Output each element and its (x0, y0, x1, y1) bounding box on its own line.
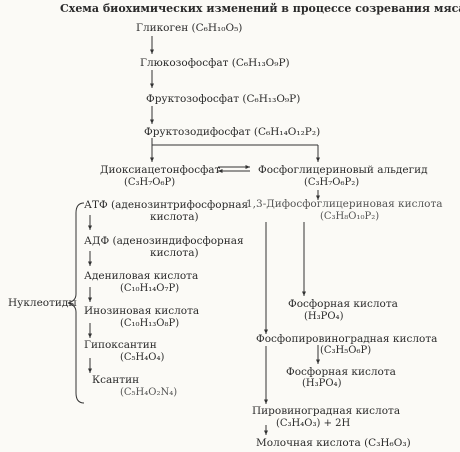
phosphoenolpyruvic-acid-name: Фосфопировиноградная кислота (256, 333, 438, 345)
adenylic-acid-name: Адениловая кислота (84, 270, 199, 282)
adenylic-acid-formula: (C₁₀H₁₄O₇P) (120, 283, 180, 294)
adp-formula: кислота) (150, 247, 199, 259)
dioxyacetonephosphate-formula: (C₃H₇O₆P) (124, 177, 176, 188)
inosinic-acid-formula: (C₁₀H₁₃O₈P) (120, 318, 180, 329)
atp-name: АТФ (аденозинтрифосфорная (84, 199, 249, 211)
xanthine-formula: (C₅H₄O₂N₄) (120, 387, 178, 398)
xanthine-name: Ксантин (92, 374, 140, 386)
nucleotides-label: Нуклеотиды (8, 297, 77, 309)
diphosphoglyceric-acid-name: 1,3-Дифосфоглицериновая кислота (246, 198, 443, 210)
atp-formula: кислота) (150, 211, 199, 223)
lactic-acid-node: Молочная кислота (C₃H₆O₃) (256, 437, 411, 449)
phosphoenolpyruvic-acid-formula: (C₃H₅O₆P) (320, 345, 372, 356)
hypoxanthine-name: Гипоксантин (84, 339, 157, 351)
phosphoric-acid-1-formula: (H₃PO₄) (304, 311, 344, 322)
glucosephosphate-node: Глюкозофосфат (C₆H₁₃O₉P) (140, 57, 290, 69)
pyruvic-acid-formula: (C₃H₄O₃) + 2H (276, 418, 351, 429)
phosphoric-acid-2-name: Фосфорная кислота (286, 366, 396, 378)
glycogen-node: Гликоген (C₆H₁₀O₅) (136, 22, 243, 34)
phosphoric-acid-2-formula: (H₃PO₄) (302, 378, 342, 389)
hypoxanthine-formula: (C₅H₄O₄) (120, 352, 165, 363)
pyruvic-acid-name: Пировиноградная кислота (252, 405, 401, 417)
fructosephosphate-node: Фруктозофосфат (C₆H₁₃O₉P) (146, 93, 301, 105)
phosphoglyceraldehyde-name: Фосфоглицериновый альдегид (258, 164, 428, 176)
adp-name: АДФ (аденозиндифосфорная (84, 235, 244, 247)
nucleotides-brace (67, 202, 85, 404)
dioxyacetonephosphate-name: Диоксиацетонфосфат (100, 164, 221, 176)
inosinic-acid-name: Инозиновая кислота (84, 305, 200, 317)
phosphoric-acid-1-name: Фосфорная кислота (288, 298, 398, 310)
fructosediphosphate-node: Фруктозодифосфат (C₆H₁₄O₁₂P₂) (144, 126, 321, 138)
phosphoglyceraldehyde-formula: (C₃H₇O₆P₂) (304, 177, 360, 188)
diagram-title: Схема биохимических изменений в процессе… (60, 2, 460, 15)
diphosphoglyceric-acid-formula: (C₃H₈O₁₀P₂) (320, 211, 380, 222)
